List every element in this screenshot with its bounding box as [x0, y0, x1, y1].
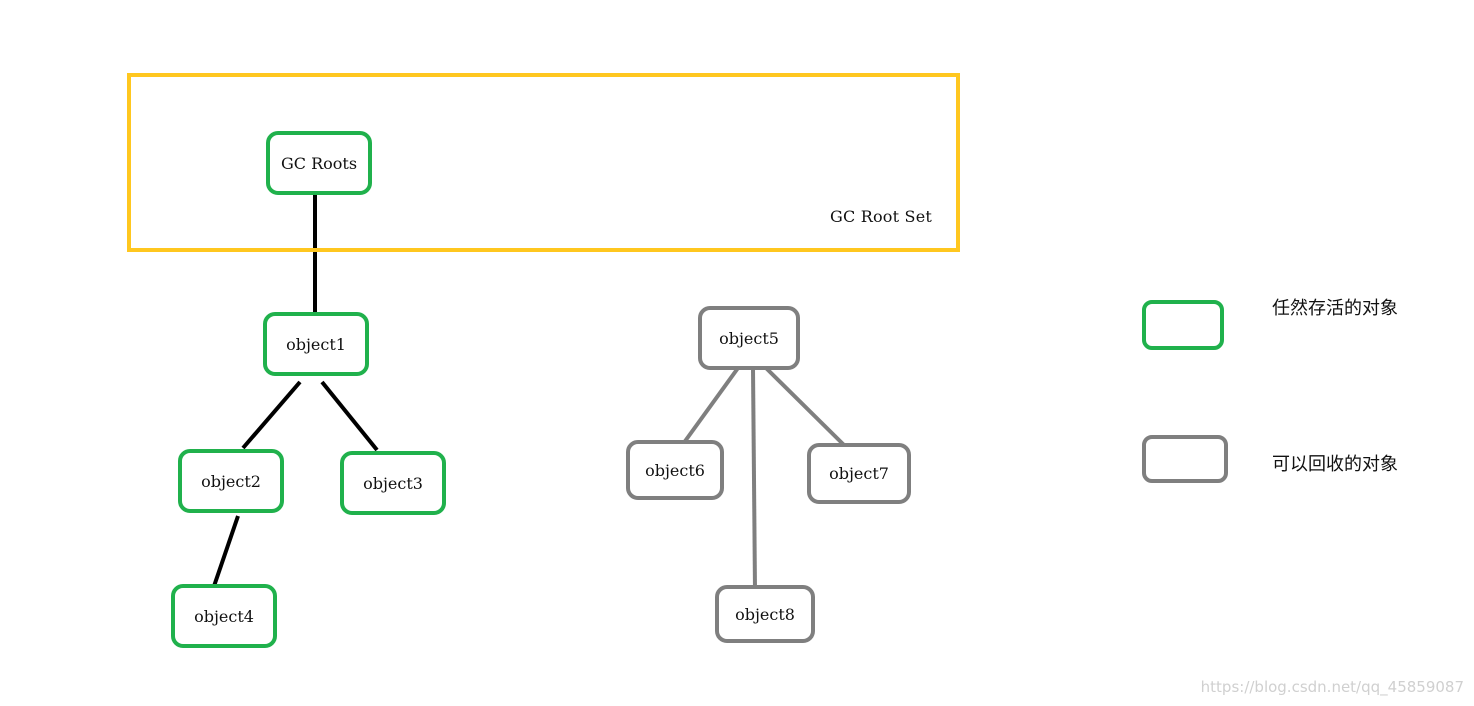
node-object8: object8 [715, 585, 815, 643]
node-object6: object6 [626, 440, 724, 500]
edge-object5-object7 [764, 366, 848, 449]
node-object1: object1 [263, 312, 369, 376]
node-object3: object3 [340, 451, 446, 515]
node-gc-roots: GC Roots [266, 131, 372, 195]
node-object5: object5 [698, 306, 800, 370]
edge-object5-object6 [681, 366, 740, 446]
edge-object1-object3 [320, 380, 379, 452]
edge-object2-object4 [210, 515, 240, 593]
edge-object1-object2 [241, 380, 302, 450]
node-object4: object4 [171, 584, 277, 648]
watermark-url: https://blog.csdn.net/qq_45859087 [1200, 678, 1464, 696]
legend-alive-swatch [1142, 300, 1224, 350]
node-object7: object7 [807, 443, 911, 504]
node-object2: object2 [178, 449, 284, 513]
gc-root-set-frame [127, 73, 960, 252]
legend-alive-label: 任然存活的对象 [1272, 298, 1398, 319]
legend-collectable-label: 可以回收的对象 [1272, 454, 1398, 475]
edge-object5-object8 [751, 367, 757, 591]
gc-root-set-label: GC Root Set [830, 207, 932, 226]
legend-collectable-swatch [1142, 435, 1228, 483]
